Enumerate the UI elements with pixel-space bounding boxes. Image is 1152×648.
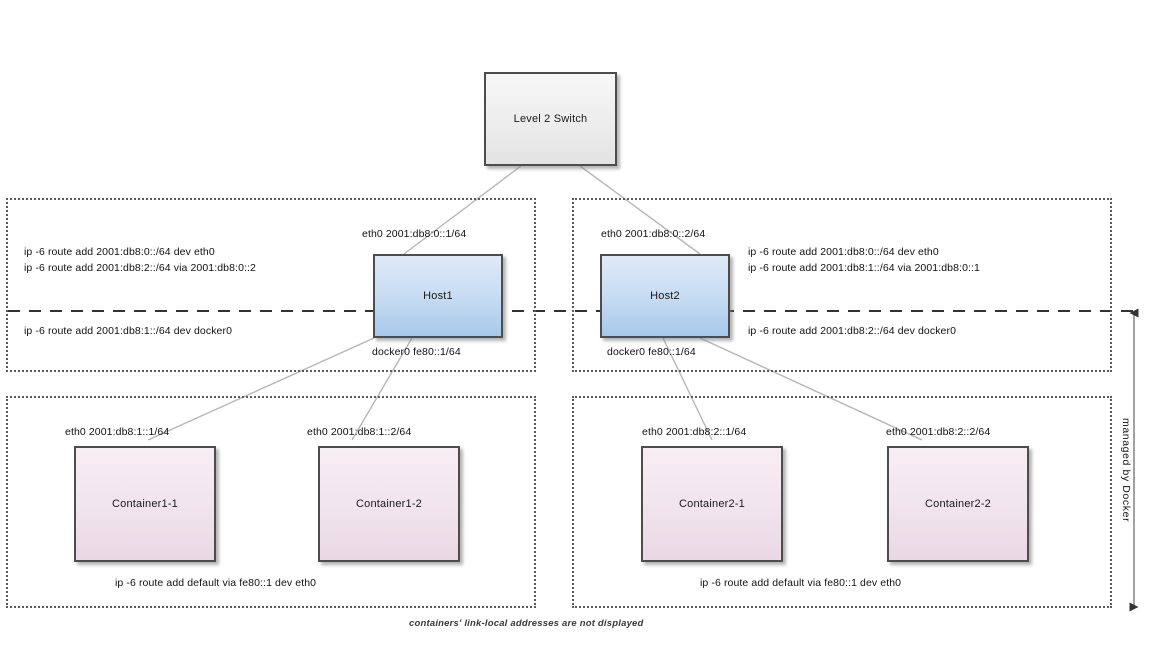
host1-docker0-label: docker0 fe80::1/64	[372, 346, 461, 358]
container1-2-eth0-label: eth0 2001:db8:1::2/64	[307, 426, 412, 438]
node-label-container1-2: Container1-2	[356, 498, 422, 510]
managed-by-docker-label: managed by Docker	[1120, 418, 1132, 523]
node-label-container2-2: Container2-2	[925, 498, 991, 510]
node-label-container1-1: Container1-1	[112, 498, 178, 510]
host2-route-above-1: ip -6 route add 2001:db8:0::/64 dev eth0	[748, 246, 939, 258]
host-group-frame-1	[6, 198, 536, 372]
host2-route-below-1: ip -6 route add 2001:db8:2::/64 dev dock…	[748, 325, 957, 337]
host1-eth0-label: eth0 2001:db8:0::1/64	[362, 228, 467, 240]
container-group-1-route: ip -6 route add default via fe80::1 dev …	[115, 577, 317, 589]
node-container1-1[interactable]: Container1-1	[74, 446, 216, 562]
container1-1-eth0-label: eth0 2001:db8:1::1/64	[65, 426, 170, 438]
host1-route-above-2: ip -6 route add 2001:db8:2::/64 via 2001…	[24, 262, 256, 274]
container-group-frame-2	[572, 396, 1112, 608]
host2-eth0-label: eth0 2001:db8:0::2/64	[601, 228, 706, 240]
node-container1-2[interactable]: Container1-2	[318, 446, 460, 562]
container2-1-eth0-label: eth0 2001:db8:2::1/64	[642, 426, 747, 438]
node-label-switch: Level 2 Switch	[513, 113, 588, 125]
host2-docker0-label: docker0 fe80::1/64	[607, 346, 696, 358]
host1-route-below-1: ip -6 route add 2001:db8:1::/64 dev dock…	[24, 325, 233, 337]
node-label-host2: Host2	[650, 290, 680, 302]
host2-route-above-2: ip -6 route add 2001:db8:1::/64 via 2001…	[748, 262, 980, 274]
node-label-container2-1: Container2-1	[679, 498, 745, 510]
node-host2[interactable]: Host2	[600, 254, 730, 338]
node-level2-switch[interactable]: Level 2 Switch	[484, 72, 617, 166]
container-group-2-route: ip -6 route add default via fe80::1 dev …	[700, 577, 902, 589]
node-container2-1[interactable]: Container2-1	[641, 446, 783, 562]
container-group-frame-1	[6, 396, 536, 608]
node-container2-2[interactable]: Container2-2	[887, 446, 1029, 562]
host-group-frame-2	[572, 198, 1112, 372]
container2-2-eth0-label: eth0 2001:db8:2::2/64	[886, 426, 991, 438]
diagram-caption: containers' link-local addresses are not…	[409, 618, 644, 629]
host1-route-above-1: ip -6 route add 2001:db8:0::/64 dev eth0	[24, 246, 215, 258]
node-host1[interactable]: Host1	[373, 254, 503, 338]
node-label-host1: Host1	[423, 290, 453, 302]
